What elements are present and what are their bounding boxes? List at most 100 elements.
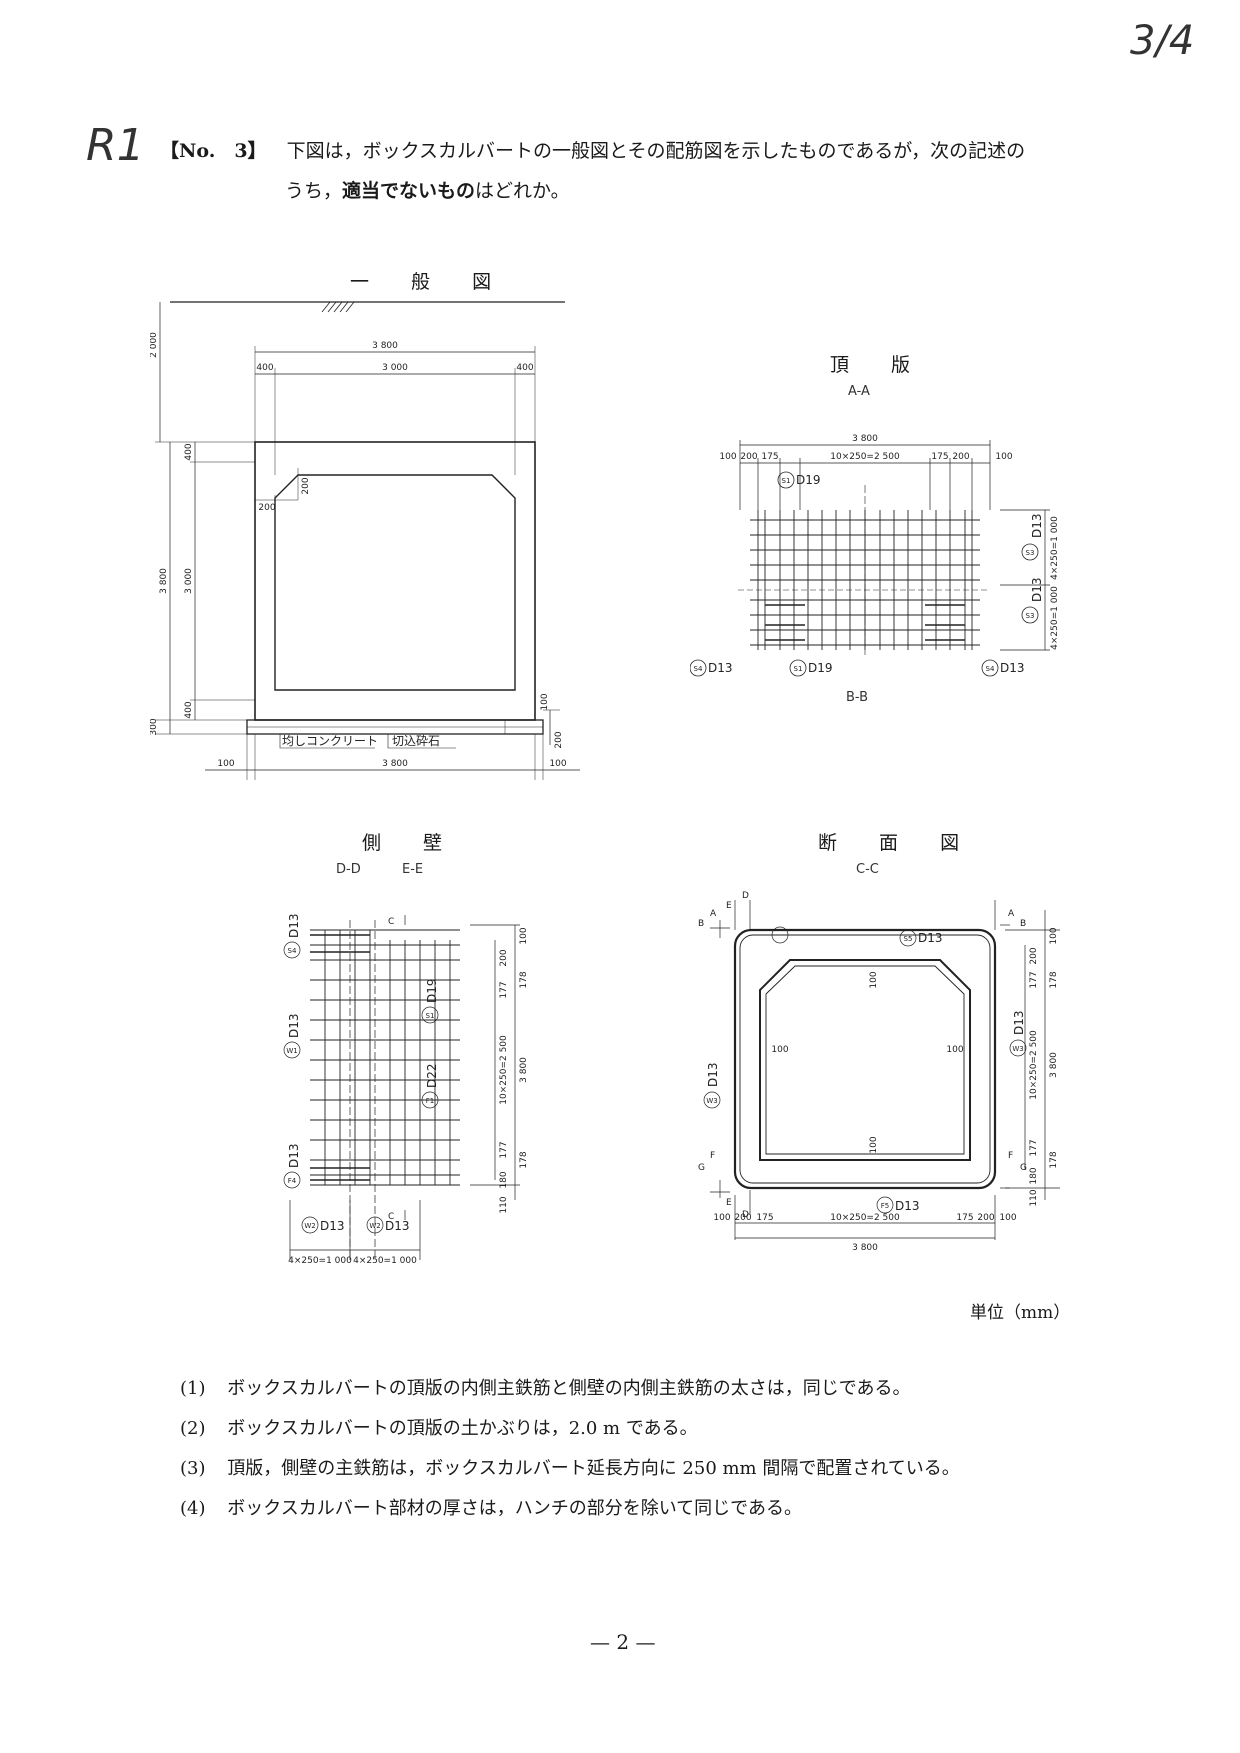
option-number: (2) [180, 1418, 206, 1439]
handwritten-tag: R1 [86, 120, 145, 171]
leveling-concrete-label: 均しコンクリート [282, 734, 378, 748]
question-line1: 下図は，ボックスカルバートの一般図とその配筋図を示したものであるが，次の記述の [286, 140, 1026, 162]
wall-dim-100: 100 [519, 927, 529, 944]
top-slab-drawing: 3 800 100 200 175 10×250=2 500 175 200 1… [690, 434, 1060, 677]
option-3[interactable]: (3) 頂版，側壁の主鉄筋は，ボックスカルバート延長方向に 250 mm 間隔で… [180, 1450, 960, 1488]
side-wall-title: 側 壁 [362, 832, 461, 854]
slab-dim-200-left: 200 [740, 452, 757, 462]
sec-dim-100-top: 100 [869, 971, 879, 988]
slab-dim-175-right: 175 [931, 452, 948, 462]
cut-g-right: G [1020, 1163, 1027, 1173]
wall-dim-177-bottom: 177 [499, 1141, 509, 1158]
cut-d-bottom: D [742, 1210, 749, 1220]
sec-dim-200-v: 200 [1029, 947, 1039, 964]
wall-dim-178-top: 178 [519, 971, 529, 988]
bar-mark-s5: S5 [904, 935, 913, 943]
sec-dim-span-v: 10×250=2 500 [1029, 1030, 1039, 1100]
bar-mark-s1-top: S1 [782, 477, 791, 485]
cut-g-left: G [698, 1163, 705, 1173]
bar-w2-right-label: D13 [385, 1219, 410, 1233]
wall-dim-span: 10×250=2 500 [499, 1035, 509, 1105]
sec-dim-100-br: 100 [999, 1213, 1016, 1223]
general-drawing: 3 800 400 3 000 400 2 000 3 800 3 000 40… [150, 301, 580, 780]
bar-mark-s4-left: S4 [694, 665, 703, 673]
cut-a-right: A [1008, 909, 1015, 919]
dim-slab-200: 200 [554, 731, 564, 748]
dim-total-height: 3 800 [159, 568, 169, 594]
bar-mark-s4-wall: S4 [288, 947, 297, 955]
bar-f4-label: D13 [287, 1143, 301, 1168]
general-figure-title: 一 般 図 [350, 271, 510, 293]
wall-dim-total: 3 800 [519, 1057, 529, 1083]
emphasis-text: 適当でないもの [342, 180, 476, 202]
slab-dim-total: 3 800 [852, 434, 878, 444]
dim-total-width: 3 800 [372, 341, 398, 351]
sec-dim-total-v: 3 800 [1049, 1052, 1059, 1078]
cut-f-left: F [710, 1151, 715, 1161]
section-ee-label: E-E [402, 862, 424, 877]
question-line2: うち，適当でないものはどれか。 [285, 180, 570, 202]
unit-label: 単位（mm） [970, 1303, 1071, 1323]
top-slab-title: 頂 版 [830, 354, 929, 376]
bar-s1-bottom-label: D19 [808, 661, 833, 675]
cut-b-left: B [698, 919, 704, 929]
option-number: (3) [180, 1458, 206, 1479]
bar-s3-bottom-label: D13 [1030, 577, 1044, 602]
bar-mark-s3-top: S3 [1026, 549, 1035, 557]
bar-s1-wall-label: D19 [425, 978, 439, 1003]
option-1[interactable]: (1) ボックスカルバートの頂版の内側主鉄筋と側壁の内側主鉄筋の太さは，同じであ… [180, 1370, 911, 1408]
bar-mark-s1-bottom: S1 [794, 665, 803, 673]
dim-base: 300 [150, 718, 159, 735]
option-number: (4) [180, 1498, 206, 1519]
bar-mark-f5: F5 [881, 1202, 889, 1210]
option-text: ボックスカルバート部材の厚さは，ハンチの部分を除いて同じである。 [227, 1498, 802, 1519]
wall-dim-177-top: 177 [499, 981, 509, 998]
dim-inner-height: 3 000 [184, 568, 194, 594]
sec-dim-175-br: 175 [956, 1213, 973, 1223]
slab-dim-100-right: 100 [995, 452, 1012, 462]
bar-mark-w1: W1 [286, 1047, 297, 1055]
slab-dim-vert-top: 4×250=1 000 [1050, 516, 1060, 580]
bar-mark-w3-right: W3 [1012, 1045, 1023, 1053]
section-dd-label: D-D [336, 862, 361, 877]
sec-dim-178-vb: 178 [1049, 1151, 1059, 1168]
wall-dim-180: 180 [499, 1171, 509, 1188]
sec-dim-177-v: 177 [1029, 971, 1039, 988]
bar-w1-label: D13 [287, 1013, 301, 1038]
dim-base-left: 100 [217, 759, 234, 769]
section-bb-label: B-B [846, 690, 869, 705]
slab-dim-175-left: 175 [761, 452, 778, 462]
cut-d-top: D [742, 891, 749, 901]
sec-dim-200-bl: 200 [734, 1213, 751, 1223]
sec-dim-100-bl: 100 [713, 1213, 730, 1223]
cut-e-top: E [726, 901, 732, 911]
section-figure-title: 断 面 図 [818, 832, 978, 854]
sec-dim-100-bottom: 100 [869, 1136, 879, 1153]
bar-mark-w2-right: W2 [369, 1222, 380, 1230]
cut-e-bottom: E [726, 1198, 732, 1208]
sec-dim-100-right: 100 [946, 1045, 963, 1055]
sec-dim-100-v: 100 [1049, 927, 1059, 944]
bar-s1-top-label: D19 [796, 473, 821, 487]
bar-s4-wall-label: D13 [287, 913, 301, 938]
bar-s3-top-label: D13 [1030, 513, 1044, 538]
question-number: 【No. 3】 [160, 140, 267, 162]
cut-b-right: B [1020, 919, 1026, 929]
option-2[interactable]: (2) ボックスカルバートの頂版の土かぶりは，2.0 m である。 [180, 1410, 698, 1448]
option-4[interactable]: (4) ボックスカルバート部材の厚さは，ハンチの部分を除いて同じである。 [180, 1490, 802, 1528]
side-wall-drawing: C C 100 200 177 178 10×250=2 500 3 800 1… [283, 913, 529, 1266]
bar-mark-f4: F4 [288, 1177, 297, 1185]
cut-a-left: A [710, 909, 717, 919]
wall-dim-w1: 4×250=1 000 [288, 1256, 352, 1266]
dim-haunch-h: 200 [258, 503, 275, 513]
wall-dim-w2: 4×250=1 000 [353, 1256, 417, 1266]
option-number: (1) [180, 1378, 206, 1399]
bar-mark-s4-right: S4 [986, 665, 995, 673]
sec-dim-span: 10×250=2 500 [830, 1213, 900, 1223]
bar-s5-label: D13 [918, 931, 943, 945]
dim-bottom-total: 3 800 [382, 759, 408, 769]
cut-c-bottom: C [388, 1212, 394, 1222]
wall-dim-110: 110 [499, 1196, 509, 1213]
bar-mark-w3-left: W3 [706, 1097, 717, 1105]
bar-w3-right-label: D13 [1012, 1010, 1026, 1035]
